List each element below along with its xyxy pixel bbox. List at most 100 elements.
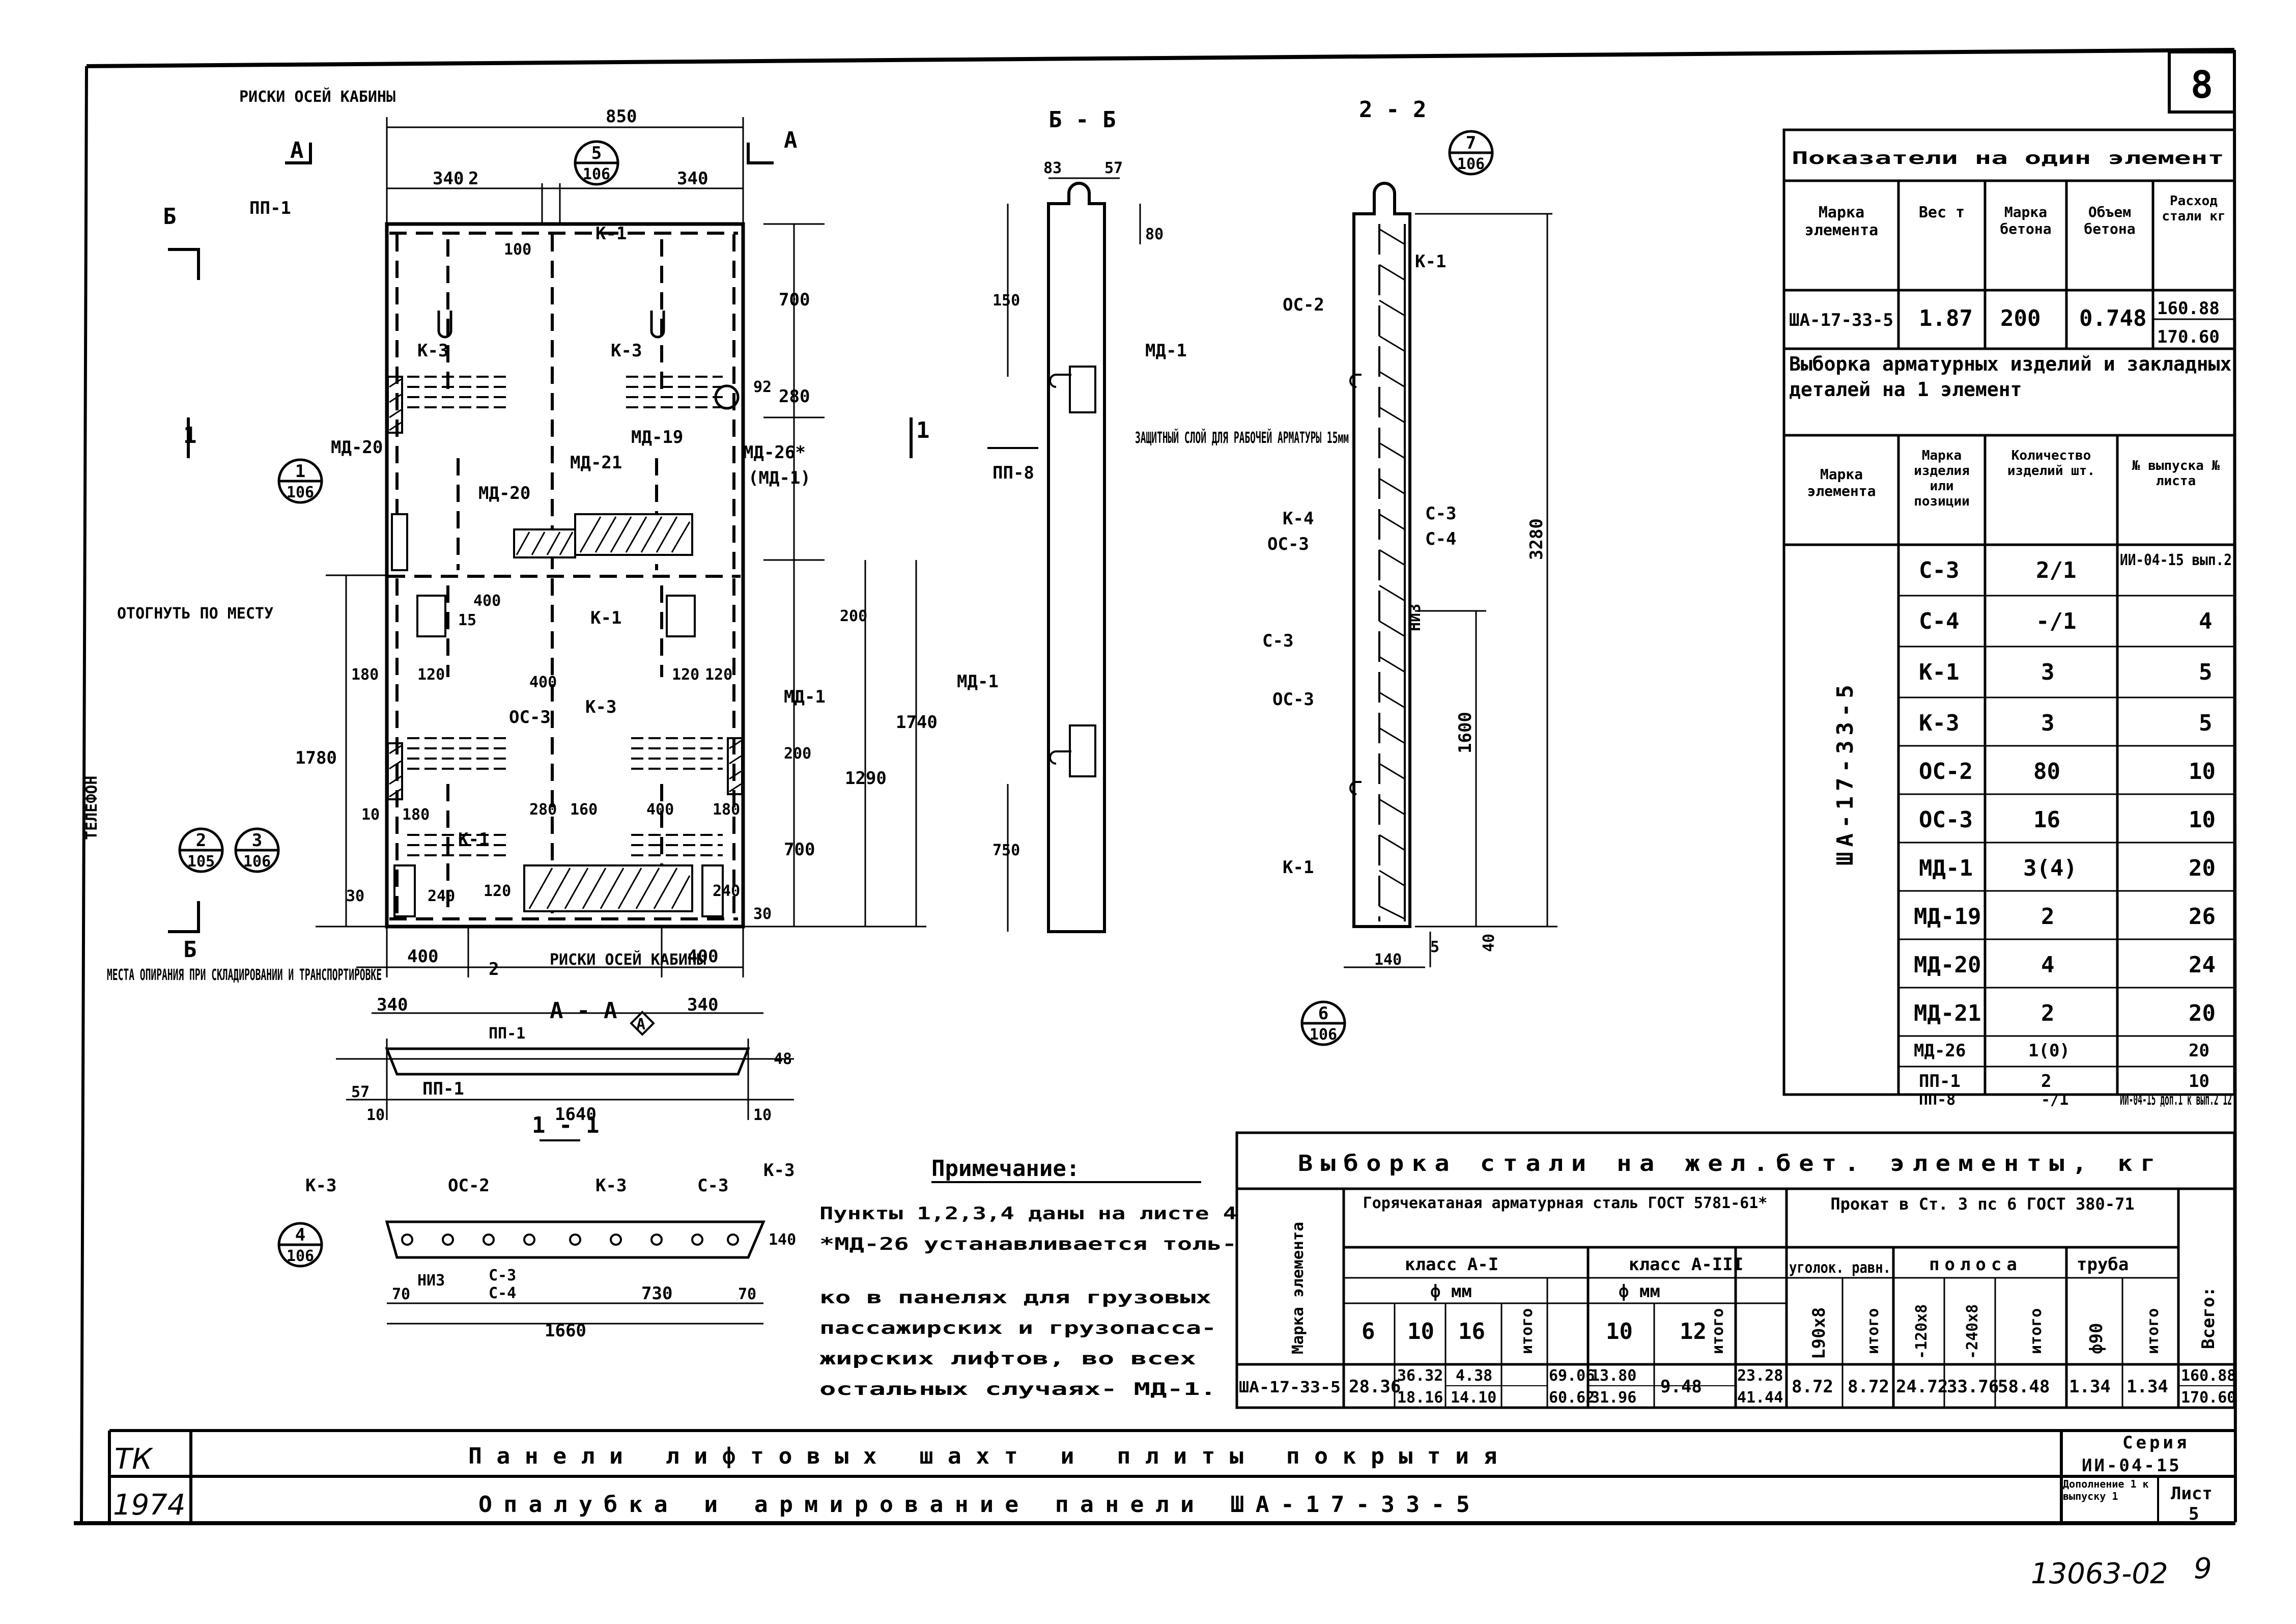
aa-dim-48: 48 — [774, 1050, 792, 1068]
section-11 — [385, 1139, 766, 1325]
ind-h-weight-wrap: Вес т — [1918, 204, 1965, 221]
tb-org: ТК — [115, 1443, 153, 1476]
sel-row-qty: -/1 — [2036, 608, 2076, 634]
s22-c4-right: С-4 — [1425, 529, 1456, 549]
callout-6-bottom: 106 — [1310, 1026, 1337, 1044]
label-k1-top: К-1 — [596, 223, 627, 244]
dim-2-b: 2 — [489, 959, 499, 979]
steel-table — [1235, 1131, 2236, 1409]
callout-5-bottom: 106 — [583, 165, 610, 183]
steel-pipe-size: ф90 — [2086, 1323, 2107, 1354]
dim-200-right: 200 — [840, 607, 867, 625]
tb-supplement: Дополнение 1 к выпуску 1 — [2063, 1478, 2149, 1502]
steel-pipe-itogo: итого — [2144, 1308, 2162, 1354]
label-md19: МД-19 — [631, 427, 683, 447]
s22-c3-left: С-3 — [1262, 631, 1293, 651]
section-bb — [987, 177, 1141, 933]
steel-d6: 6 — [1362, 1319, 1375, 1345]
ind-h-mark-wrap: Марка элемента — [1805, 204, 1879, 239]
dim-10: 10 — [361, 806, 380, 824]
dim-400-vert: 400 — [529, 674, 557, 691]
s11-k3-left: К-3 — [305, 1175, 336, 1196]
sel-row-mark: С-4 — [1919, 608, 1959, 634]
dim-92: 92 — [753, 378, 772, 396]
sel-row-mark: МД-26 — [1914, 1041, 1966, 1061]
steel-pipe: труба — [2077, 1254, 2129, 1275]
ind-h-weight: Вес т — [1918, 204, 1965, 221]
steel-row-mark: ША-17-33-5 — [1239, 1379, 1341, 1396]
tb-sheet-label: Лист — [2171, 1483, 2213, 1504]
steel-rolled: Прокат в Ст. 3 пс 6 ГОСТ 380-71 — [1830, 1194, 2135, 1214]
callout-7-bottom: 106 — [1457, 155, 1485, 173]
steel-itogo-b: итого — [1709, 1308, 1727, 1354]
indicators-title: Показатели на один элемент — [1792, 148, 2224, 169]
bb-label-pp8: ПП-8 — [993, 463, 1034, 483]
steel-angle-itogo: итого — [1864, 1308, 1882, 1354]
sel-row-qty: 2 — [2041, 904, 2055, 930]
tb-line1: Панели лифтовых шахт и плиты покрытия — [468, 1443, 1512, 1469]
sel-h-ref-wrap: № выпуска № листа — [2132, 458, 2220, 489]
steel-a6: 28.36 — [1349, 1377, 1401, 1397]
steel-hot-wrap: Горячекатаная арматурная сталь ГОСТ 5781… — [1363, 1194, 1768, 1212]
s11-c3-b: С-3 — [489, 1267, 516, 1284]
sel-row-mark: МД-1 — [1919, 855, 1973, 881]
s11-c3: С-3 — [697, 1175, 728, 1196]
sel-element: ША-17-33-5 — [1832, 680, 1858, 865]
tb-series: ИИ-04-15 — [2082, 1455, 2181, 1476]
dim-400-bl: 400 — [407, 946, 438, 967]
bb-dim-80: 80 — [1145, 226, 1164, 243]
elevation-labels: РИСКИ ОСЕЙ КАБИНЫ 850 340 2 340 100 ПП-1… — [83, 88, 938, 984]
steel-a10-1: 36.32 — [1397, 1367, 1443, 1385]
steel-b10-1: 13.80 — [1591, 1367, 1636, 1385]
steel-vsego-1: 160.88 — [2181, 1367, 2236, 1385]
sel-row-qty: 4 — [2041, 952, 2055, 978]
sel-row-qty: 1(0) — [2028, 1041, 2070, 1061]
aa-stamp: А — [636, 1016, 645, 1033]
dim-1740: 1740 — [896, 712, 938, 733]
dim-120-a: 120 — [417, 666, 445, 684]
selection-table — [1782, 347, 2236, 1096]
dim-340-right: 340 — [677, 169, 708, 189]
label-md26-alt: (МД-1) — [748, 468, 811, 488]
steel-b12-v: 9.48 — [1660, 1377, 1702, 1397]
sel-row-ref: 20 — [2189, 855, 2216, 881]
sel-row-ref: 24 — [2189, 952, 2216, 978]
steel-tr: 1.34 — [2069, 1377, 2111, 1397]
dim-120-b: 120 — [672, 666, 699, 684]
ind-h-volume: Объем бетона — [2084, 204, 2136, 237]
steel-strip-itogo: итого — [2027, 1308, 2045, 1354]
label-k3-left: К-3 — [417, 341, 448, 361]
dim-400-br: 400 — [687, 946, 718, 967]
s22-niz: НИЗ — [1406, 604, 1424, 631]
callout-1-bottom: 106 — [287, 484, 314, 501]
section-mark-b-top: Б — [163, 204, 177, 230]
callout-4-bottom: 106 — [287, 1247, 314, 1265]
sel-row-qty: 3 — [2041, 710, 2055, 736]
sel-rows: С-3 2/1 ИИ-04-15 вып.2 С-4 -/1 4 К-1 3 5… — [1914, 551, 2232, 1109]
steel-total: Всего: — [2198, 1286, 2219, 1349]
steel-col-mark: Марка элемента — [1289, 1222, 1307, 1354]
s22-os2: ОС-2 — [1283, 295, 1324, 315]
section-marks — [168, 143, 913, 933]
label-bend: ОТОГНУТЬ ПО МЕСТУ — [117, 605, 273, 623]
side-text: ТЕЛЕФОН — [83, 776, 101, 840]
aa-dim-340-left: 340 — [377, 995, 408, 1015]
sel-row-mark: К-1 — [1919, 659, 1959, 685]
s22-dim-1600: 1600 — [1455, 712, 1476, 753]
sel-row-ref: 10 — [2189, 759, 2216, 785]
steel-hot: Горячекатаная арматурная сталь ГОСТ 5781… — [1363, 1194, 1768, 1212]
steel-d16: 16 — [1458, 1319, 1485, 1345]
sel-row-ref: 20 — [2189, 1000, 2216, 1026]
dim-180: 180 — [351, 666, 379, 684]
steel-b10-2: 31.96 — [1591, 1389, 1636, 1407]
steel-a-itogo-1: 69.06 — [1549, 1367, 1595, 1385]
ind-weight: 1.87 — [1919, 305, 1973, 331]
steel-phi-mm-b: ф мм — [1619, 1281, 1660, 1302]
ind-h-steel-wrap: Расход стали кг — [2162, 193, 2225, 224]
steel-b-itogo-2: 41.44 — [1737, 1389, 1783, 1407]
steel-class3: класс А-III — [1629, 1254, 1743, 1275]
s11-c4: С-4 — [489, 1284, 516, 1302]
sel-row-qty: 16 — [2033, 807, 2060, 833]
steel-a-itogo-2: 60.62 — [1549, 1389, 1595, 1407]
note-line-1: Пункты 1,2,3,4 даны на листе 4 — [819, 1203, 1237, 1224]
